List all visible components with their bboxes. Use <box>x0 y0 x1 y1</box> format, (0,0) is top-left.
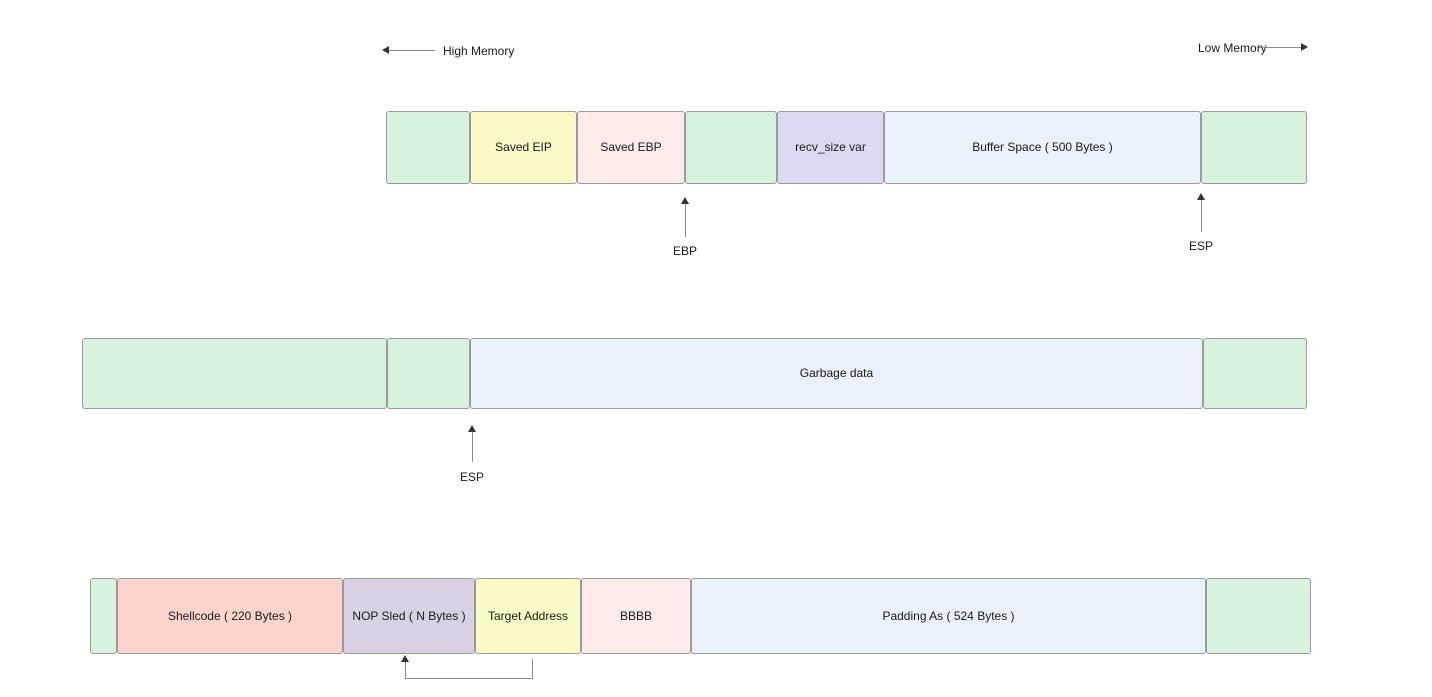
ebp-arrowhead-icon <box>681 197 689 204</box>
low-memory-arrowhead-icon <box>1301 43 1308 51</box>
esp-row2-pointer-label: ESP <box>459 470 484 484</box>
esp-row2-arrowhead-icon <box>468 425 476 432</box>
ebp-pointer-label: EBP <box>672 244 697 258</box>
row2-cell-empty-left2 <box>387 338 470 409</box>
row3-cell-nop-sled: NOP Sled ( N Bytes ) <box>343 578 475 654</box>
row1-cell-buffer-space: Buffer Space ( 500 Bytes ) <box>884 111 1201 184</box>
row1-cell-saved-eip: Saved EIP <box>470 111 577 184</box>
row3-cell-padding-as: Padding As ( 524 Bytes ) <box>691 578 1206 654</box>
esp-row1-arrowhead-icon <box>1197 193 1205 200</box>
row3-cell-shellcode: Shellcode ( 220 Bytes ) <box>117 578 343 654</box>
row1-cell-empty-right <box>1201 111 1307 184</box>
row2-cell-empty-left <box>82 338 387 409</box>
row3-cell-bbbb: BBBB <box>581 578 691 654</box>
row2-cell-garbage-data: Garbage data <box>470 338 1203 409</box>
esp-row1-pointer-label: ESP <box>1188 239 1213 253</box>
row2-cell-empty-right <box>1203 338 1307 409</box>
ebp-arrow-line <box>685 204 686 237</box>
high-memory-label: High Memory <box>443 44 515 58</box>
esp-row1-arrow-line <box>1201 200 1202 232</box>
target-to-nop-arrow-segment-right <box>532 659 533 678</box>
high-memory-arrow-line <box>389 50 435 51</box>
high-memory-arrowhead-icon <box>382 46 389 54</box>
row1-cell-empty-mid <box>685 111 777 184</box>
target-to-nop-arrow-segment-bottom <box>405 678 533 679</box>
row1-cell-empty-left <box>386 111 470 184</box>
target-to-nop-arrow-segment-left <box>405 662 406 678</box>
row3-cell-target-address: Target Address <box>475 578 581 654</box>
row1-cell-saved-ebp: Saved EBP <box>577 111 685 184</box>
target-to-nop-arrowhead-icon <box>401 655 409 662</box>
low-memory-arrow-line <box>1259 47 1301 48</box>
low-memory-label: Low Memory <box>1198 41 1267 55</box>
row3-cell-empty-right <box>1206 578 1311 654</box>
row1-cell-recv-size-var: recv_size var <box>777 111 884 184</box>
esp-row2-arrow-line <box>472 432 473 462</box>
row3-cell-empty-left <box>90 578 117 654</box>
